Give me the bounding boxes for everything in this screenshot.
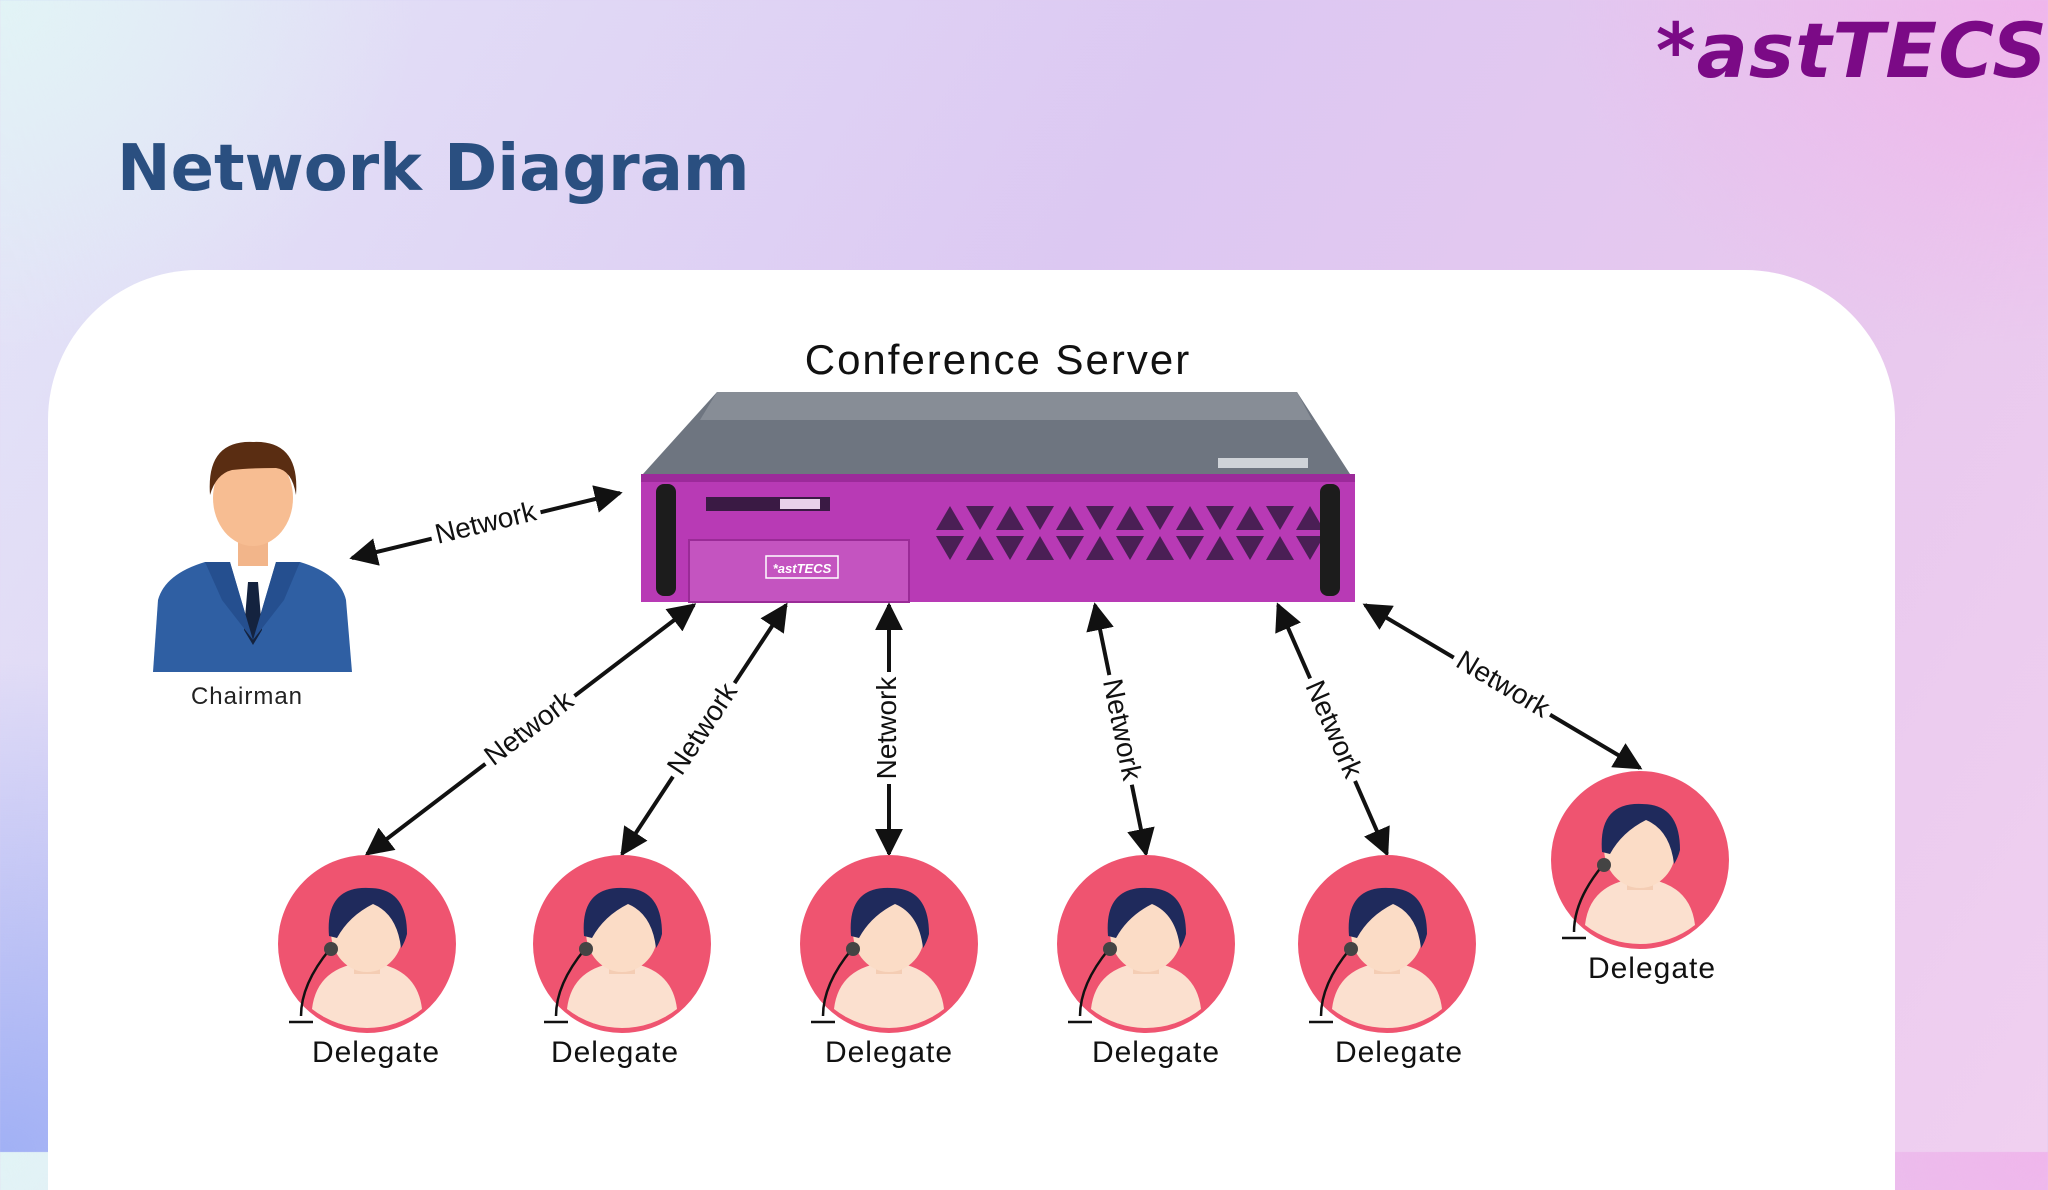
vent-hole	[1296, 506, 1324, 530]
delegate-avatar	[531, 853, 713, 1035]
vent-hole	[996, 536, 1024, 560]
delegate-3: Delegate	[798, 853, 980, 1069]
vent-hole	[1056, 506, 1084, 530]
delegate-avatar	[798, 853, 980, 1035]
vent-hole	[1116, 506, 1144, 530]
vent-hole	[1176, 536, 1204, 560]
delegate-avatar	[1296, 853, 1478, 1035]
delegate-4: Delegate	[1055, 853, 1237, 1069]
delegate-1: Delegate	[276, 853, 458, 1069]
delegate-avatar	[276, 853, 458, 1035]
vent-hole	[1206, 506, 1234, 530]
vent-hole	[1206, 536, 1234, 560]
delegate-avatar	[1055, 853, 1237, 1035]
server-right-handle	[1320, 484, 1340, 596]
vent-hole	[966, 536, 994, 560]
vent-hole	[936, 506, 964, 530]
server-badge: *astTECS	[773, 561, 832, 576]
delegate-2: Delegate	[531, 853, 713, 1069]
vent-hole	[1086, 536, 1114, 560]
label-network-chairman: Network	[432, 495, 540, 550]
vent-hole	[1236, 536, 1264, 560]
vent-hole	[936, 536, 964, 560]
vent-hole	[1146, 536, 1174, 560]
delegate-label: Delegate	[551, 1036, 679, 1069]
brand-logo: *astTECS	[1655, 6, 2048, 95]
delegate-label: Delegate	[825, 1036, 953, 1069]
delegate-5: Delegate	[1296, 853, 1478, 1069]
label-network-d1: Network	[478, 684, 579, 771]
vent-hole	[1296, 536, 1324, 560]
delegate-avatar	[1549, 769, 1731, 951]
delegate-label: Delegate	[312, 1036, 440, 1069]
vent-hole	[1176, 506, 1204, 530]
server-drive-bay	[688, 539, 910, 603]
vent-hole	[1146, 506, 1174, 530]
delegates: Delegate Delegate Delegate Delegate Dele…	[276, 769, 1731, 1069]
delegate-6: Delegate	[1549, 769, 1731, 985]
conference-server: Conference Server *astTECS	[641, 336, 1355, 603]
vent-hole	[1026, 506, 1054, 530]
delegate-label: Delegate	[1335, 1036, 1463, 1069]
vent-hole	[996, 506, 1024, 530]
chairman-label: Chairman	[191, 683, 303, 710]
delegate-label: Delegate	[1588, 952, 1716, 985]
server-vent	[936, 506, 1324, 560]
vent-hole	[1236, 506, 1264, 530]
vent-hole	[1056, 536, 1084, 560]
delegate-label: Delegate	[1092, 1036, 1220, 1069]
server-label: Conference Server	[805, 336, 1192, 383]
server-left-handle	[656, 484, 676, 596]
chairman-hair	[209, 441, 297, 495]
chairman: Chairman	[153, 441, 352, 710]
vent-hole	[1266, 536, 1294, 560]
chairman-face	[213, 450, 293, 546]
page-title: Network Diagram	[117, 132, 750, 206]
label-network-d4: Network	[1097, 676, 1148, 784]
label-network-d6: Network	[1451, 644, 1556, 724]
network-diagram: Conference Server *astTECS Chairman	[153, 336, 1731, 1069]
label-network-d5: Network	[1300, 676, 1370, 783]
vent-hole	[1266, 506, 1294, 530]
vent-hole	[1116, 536, 1144, 560]
vent-hole	[966, 506, 994, 530]
label-network-d3: Network	[871, 676, 902, 780]
label-network-d2: Network	[661, 676, 744, 780]
vent-hole	[1026, 536, 1054, 560]
vent-hole	[1086, 506, 1114, 530]
